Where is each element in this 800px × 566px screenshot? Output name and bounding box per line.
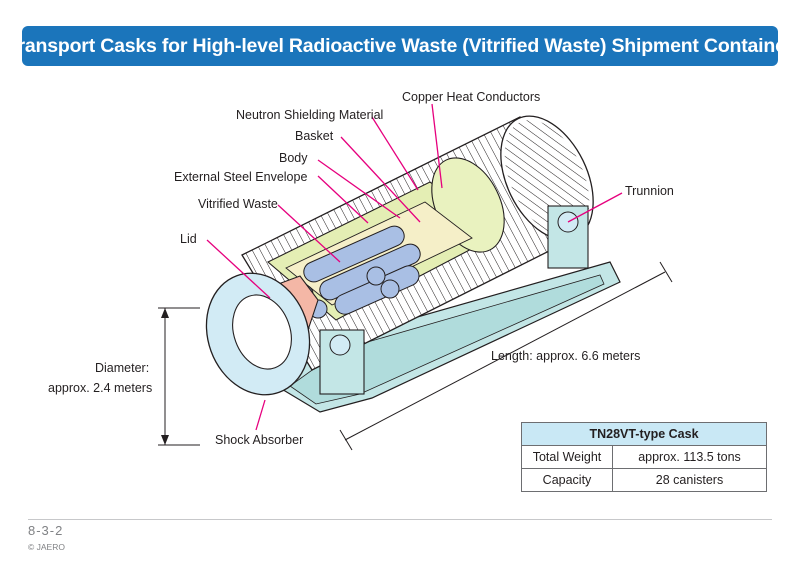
vitrified-waste-canisters [294, 225, 421, 319]
cask-cutaway [249, 157, 505, 371]
table-row: Total Weight approx. 113.5 tons [521, 445, 767, 469]
page-number: 8-3-2 [28, 523, 64, 538]
footer-divider [28, 519, 772, 520]
copyright-notice: © JAERO [28, 542, 65, 552]
spec-table-header: TN28VT-type Cask [521, 422, 767, 446]
table-row: Capacity 28 canisters [521, 468, 767, 492]
spec-table: TN28VT-type Cask Total Weight approx. 11… [521, 422, 767, 492]
leader-lines [206, 103, 623, 431]
label-length: Length: approx. 6.6 meters [491, 349, 640, 363]
label-copper-heat-conductors: Copper Heat Conductors [402, 90, 540, 104]
label-external-steel: External Steel Envelope [174, 170, 307, 184]
label-basket: Basket [295, 129, 334, 143]
trunnion-front [319, 329, 365, 395]
spec-value-weight: approx. 113.5 tons [612, 445, 767, 469]
dimension-lines [158, 261, 673, 451]
spec-key-weight: Total Weight [521, 445, 613, 469]
shock-absorber-ring [205, 272, 311, 396]
label-neutron-shielding: Neutron Shielding Material [236, 108, 383, 122]
spec-key-capacity: Capacity [521, 468, 613, 492]
title-bar: Transport Casks for High-level Radioacti… [7, 26, 793, 66]
label-vitrified-waste: Vitrified Waste [198, 197, 278, 211]
label-diameter-line1: Diameter: [95, 361, 149, 375]
label-body: Body [279, 151, 308, 165]
label-diameter-line2: approx. 2.4 meters [48, 381, 152, 395]
label-trunnion: Trunnion [625, 184, 674, 198]
label-lid: Lid [180, 232, 197, 246]
label-shock-absorber: Shock Absorber [215, 433, 303, 447]
page-title: Transport Casks for High-level Radioacti… [6, 34, 794, 57]
trunnion-rear [547, 205, 589, 269]
spec-value-capacity: 28 canisters [612, 468, 767, 492]
